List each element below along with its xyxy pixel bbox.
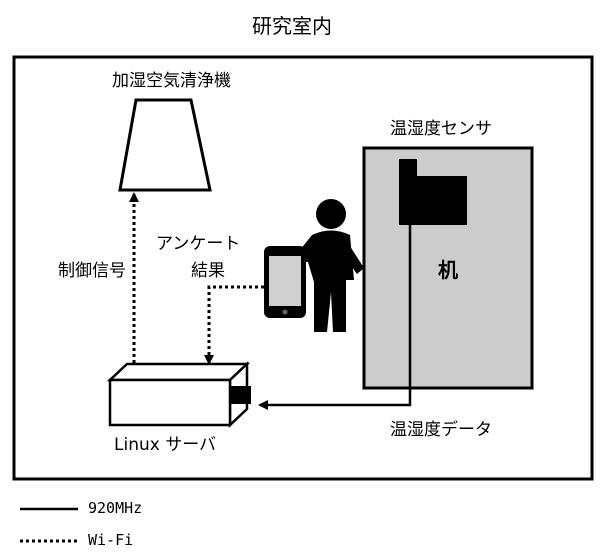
linux-server-shape [106, 361, 251, 428]
legend-solid-label: 920MHz [88, 499, 143, 517]
sensor-body [399, 176, 467, 225]
air-purifier-shape [118, 98, 212, 192]
survey-result-line [204, 285, 264, 365]
sensor-data-line [258, 225, 412, 410]
survey-label-line1: アンケート [156, 234, 241, 254]
diagram-title: 研究室内 [252, 14, 332, 38]
room-frame [12, 55, 594, 481]
survey-label-line2: 結果 [191, 261, 225, 281]
desk-label: 机 [438, 258, 458, 282]
person-icon [300, 199, 364, 332]
sensor-data-label: 温湿度データ [390, 420, 492, 440]
legend-dotted-label: Wi-Fi [88, 531, 134, 549]
sensor-knob [399, 159, 417, 177]
purifier-label: 加湿空気清浄機 [112, 71, 231, 91]
smartphone-icon [264, 246, 306, 318]
control-signal-label: 制御信号 [58, 261, 126, 281]
server-label: Linux サーバ [114, 435, 217, 455]
sensor-label: 温湿度センサ [390, 119, 492, 139]
